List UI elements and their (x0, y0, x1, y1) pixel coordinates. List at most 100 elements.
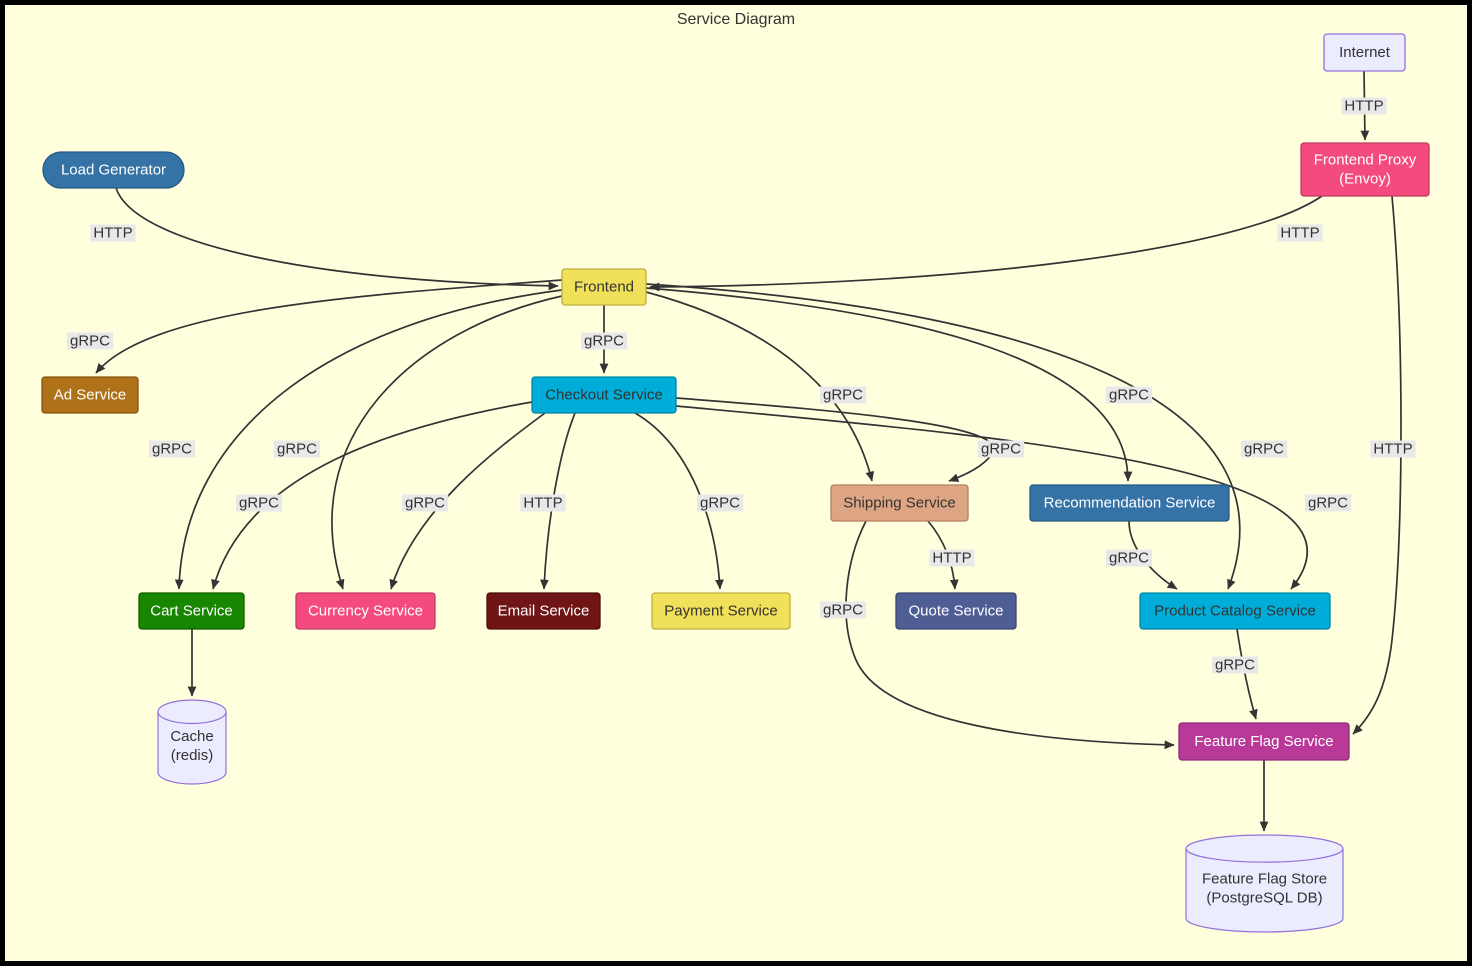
edge-label-frontend--checkout-service: gRPC (580, 332, 628, 350)
edge-label-text: gRPC (584, 333, 624, 350)
edge-frontend-proxy--feature-flag-service (1352, 195, 1402, 735)
node-label: Recommendation Service (1044, 495, 1216, 512)
edge-label-frontend--cart-service: gRPC (148, 440, 196, 458)
edge-label-checkout-service--product-catalog-service: gRPC (1304, 494, 1352, 512)
node-currency-service: Currency Service (295, 592, 436, 630)
edge-label-bg (1211, 656, 1259, 674)
edge-checkout-service--cart-service (211, 401, 533, 590)
edge-frontend--shipping-service (645, 291, 875, 482)
edge-checkout-service--shipping-service (675, 397, 995, 482)
node-label: Quote Service (908, 603, 1003, 620)
edge-checkout-service--product-catalog-service (675, 405, 1308, 590)
node-label: Load Generator (61, 162, 166, 179)
node-shape (486, 592, 601, 630)
node-label: (redis) (171, 747, 214, 764)
edge-label-text: gRPC (981, 441, 1021, 458)
node-cache: Cache(redis) (157, 699, 227, 785)
edge-label-text: gRPC (70, 333, 110, 350)
node-shape (1139, 592, 1331, 630)
node-label: Shipping Service (843, 495, 956, 512)
edge-frontend--cart-service (174, 289, 563, 590)
node-shape (1300, 142, 1430, 197)
node-label: Feature Flag Store (1202, 870, 1327, 887)
edge-checkout-service--currency-service (389, 412, 546, 590)
node-shape (1178, 722, 1350, 761)
node-label: (PostgreSQL DB) (1206, 889, 1322, 906)
node-email-service: Email Service (486, 592, 601, 630)
node-shape (895, 592, 1017, 630)
edge-label-bg (1304, 494, 1352, 512)
node-frontend-proxy: Frontend Proxy (Envoy) (1300, 142, 1430, 197)
node-label: Currency Service (308, 603, 423, 620)
edge-label-bg (1240, 440, 1288, 458)
edge-label-bg (819, 386, 867, 404)
edge-label-text: gRPC (239, 495, 279, 512)
node-shape (41, 376, 139, 414)
cylinder-body (1185, 848, 1344, 933)
edge-label-bg (819, 601, 867, 619)
node-internet: Internet (1323, 33, 1406, 72)
edge-label-frontend--ad-service: gRPC (66, 332, 114, 350)
node-quote-service: Quote Service (895, 592, 1017, 630)
edge-label-text: gRPC (152, 441, 192, 458)
edge-label-bg (1105, 549, 1153, 567)
edge-label-checkout-service--payment-service: gRPC (696, 494, 744, 512)
edge-shipping-service--feature-flag-service (845, 520, 1175, 750)
edge-checkout-service--payment-service (634, 412, 724, 590)
edge-label-text: gRPC (1109, 550, 1149, 567)
edge-label-checkout-service--shipping-service: gRPC (977, 440, 1025, 458)
edge-label-bg (1370, 440, 1416, 458)
edge-frontend-proxy--frontend (649, 195, 1323, 292)
node-shape (295, 592, 436, 630)
edge-frontend--ad-service (95, 279, 563, 374)
diagram-title: Service Diagram (676, 11, 796, 28)
node-label: (Envoy) (1339, 171, 1391, 188)
node-shipping-service: Shipping Service (830, 484, 969, 522)
edge-label-text: HTTP (1280, 225, 1319, 242)
edge-label-text: HTTP (93, 225, 132, 242)
edge-label-internet--frontend-proxy: HTTP (1341, 97, 1387, 115)
edge-label-bg (235, 494, 283, 512)
edge-label-bg (696, 494, 744, 512)
edge-label-checkout-service--currency-service: gRPC (401, 494, 449, 512)
edge-label-bg (580, 332, 628, 350)
edge-label-text: gRPC (277, 441, 317, 458)
edge-label-text: HTTP (1344, 98, 1383, 115)
node-label: Frontend Proxy (1314, 152, 1417, 169)
cylinder-lid (1185, 834, 1344, 863)
edge-label-bg (520, 494, 566, 512)
node-checkout-service: Checkout Service (531, 376, 677, 414)
edge-frontend--recommendation-service (645, 287, 1133, 482)
edge-label-bg (66, 332, 114, 350)
node-label: Cart Service (150, 603, 233, 620)
edge-label-frontend--product-catalog-service: gRPC (1240, 440, 1288, 458)
edge-frontend--product-catalog-service (645, 283, 1241, 590)
edge-label-text: HTTP (932, 550, 971, 567)
edge-label-frontend--currency-service: gRPC (273, 440, 321, 458)
edge-label-frontend--shipping-service: gRPC (819, 386, 867, 404)
edge-label-frontend-proxy--frontend: HTTP (1277, 224, 1323, 242)
edge-frontend--currency-service (331, 295, 563, 590)
edge-label-text: gRPC (1215, 657, 1255, 674)
edge-label-product-catalog-service--feature-flag-service: gRPC (1211, 656, 1259, 674)
node-frontend: Frontend (561, 268, 647, 306)
node-label: Ad Service (54, 387, 127, 404)
edge-label-recommendation-service--product-catalog-service: gRPC (1105, 549, 1153, 567)
node-shape (138, 592, 245, 630)
node-label: Internet (1339, 44, 1391, 61)
node-label: Email Service (498, 603, 590, 620)
node-label: Payment Service (664, 603, 777, 620)
node-feature-flag-store: Feature Flag Store (PostgreSQL DB) (1185, 834, 1344, 933)
edge-checkout-service--email-service (540, 412, 576, 590)
edge-label-text: HTTP (523, 495, 562, 512)
edge-label-bg (929, 549, 975, 567)
node-label: Product Catalog Service (1154, 603, 1316, 620)
edge-label-checkout-service--email-service: HTTP (520, 494, 566, 512)
edge-label-bg (977, 440, 1025, 458)
edge-label-shipping-service--quote-service: HTTP (929, 549, 975, 567)
edge-label-frontend-proxy--feature-flag-service: HTTP (1370, 440, 1416, 458)
edge-label-layer: HTTP HTTP HTTP HTTP gRPC gRPC gRPC gRPC gRPC gRPC… (66, 97, 1416, 674)
